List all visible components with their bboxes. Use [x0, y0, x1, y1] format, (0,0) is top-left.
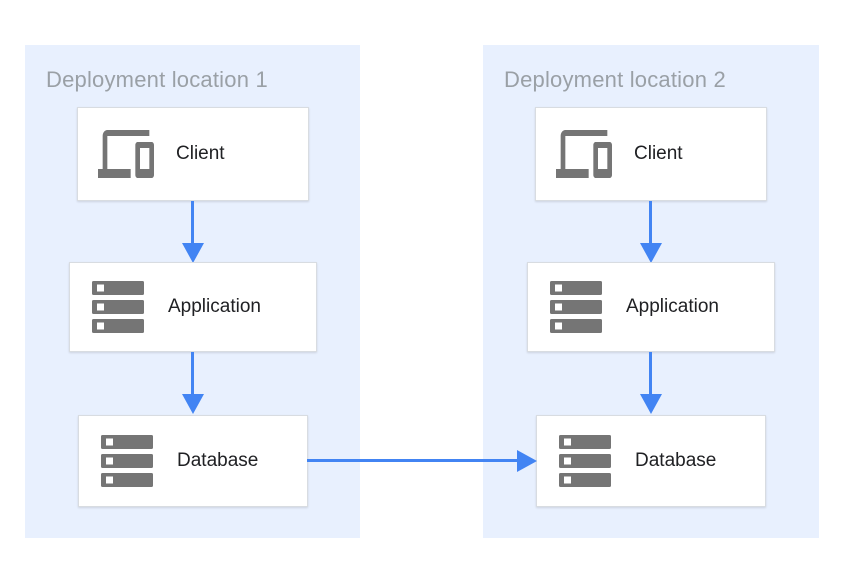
server-stack-icon	[548, 281, 604, 333]
client-node-1: Client	[77, 107, 309, 201]
application-node-2: Application	[527, 262, 775, 352]
deployment-location-2-title: Deployment location 2	[504, 67, 726, 92]
arrow-down-head	[182, 243, 204, 263]
deployment-location-1-title: Deployment location 1	[46, 67, 268, 92]
node-label: Client	[634, 143, 683, 164]
arrow-shaft	[191, 201, 194, 244]
application-node-1: Application	[69, 262, 317, 352]
arrow-right-head	[517, 450, 537, 472]
database-node-1: Database	[78, 415, 308, 507]
client-devices-icon	[98, 130, 154, 178]
server-stack-icon	[99, 435, 155, 487]
node-label: Application	[626, 296, 719, 317]
node-label: Database	[635, 450, 717, 471]
arrow-shaft	[649, 352, 652, 395]
arrow-down-head	[640, 394, 662, 414]
arrow-shaft	[649, 201, 652, 244]
node-label: Client	[176, 143, 225, 164]
deployment-location-1-container: Deployment location 1 Client	[25, 45, 360, 538]
arrow-down-head	[640, 243, 662, 263]
arrow-down-head	[182, 394, 204, 414]
node-label: Database	[177, 450, 259, 471]
node-label: Application	[168, 296, 261, 317]
client-devices-icon	[556, 130, 612, 178]
arrow-database1-to-database2-shaft	[307, 459, 518, 462]
arrow-shaft	[191, 352, 194, 395]
database-node-2: Database	[536, 415, 766, 507]
deployment-location-2-container: Deployment location 2 Client	[483, 45, 819, 538]
client-node-2: Client	[535, 107, 767, 201]
server-stack-icon	[557, 435, 613, 487]
server-stack-icon	[90, 281, 146, 333]
